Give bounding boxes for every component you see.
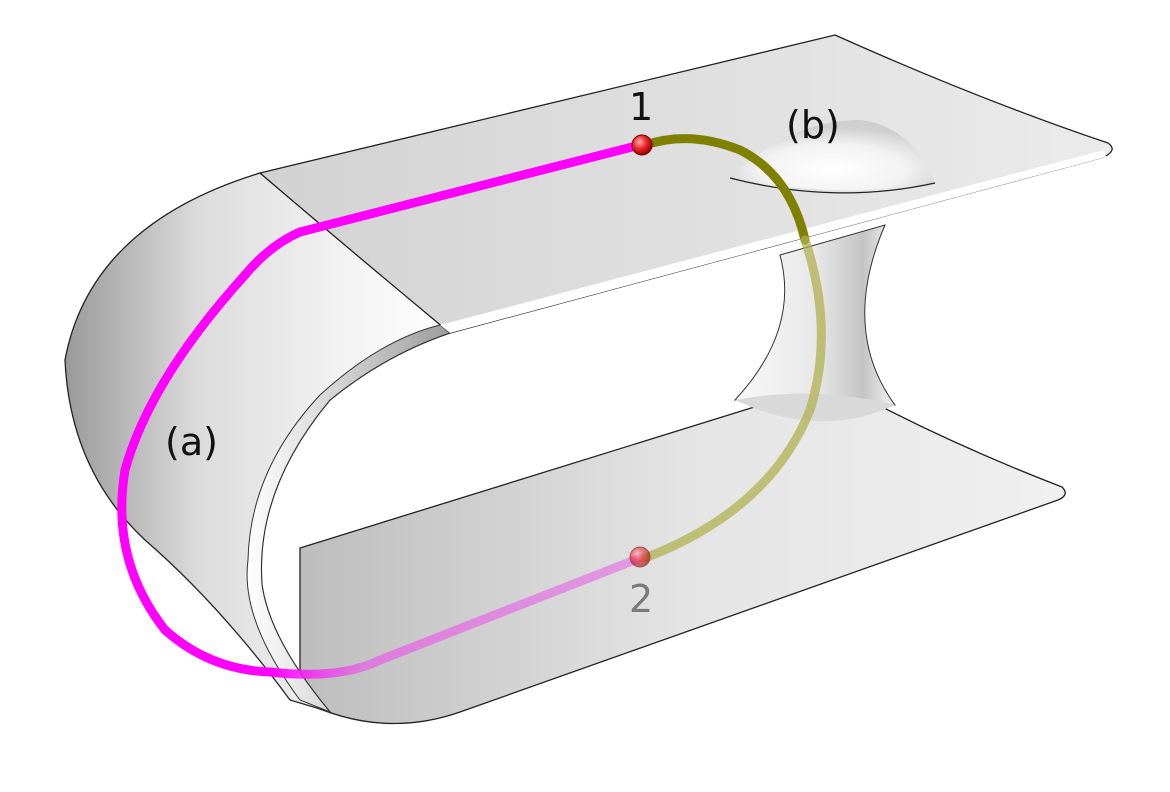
curved-band-inner: [246, 324, 452, 713]
wormhole-neck: [733, 224, 897, 406]
point-1-label: 1: [629, 85, 653, 129]
path-a-bottom: [265, 553, 645, 679]
bottom-sheet: [299, 381, 1066, 725]
path-b-label: (b): [786, 103, 840, 147]
path-b-top: [640, 134, 810, 245]
point-2-label: 2: [629, 577, 653, 621]
upper-dimple-rim: [729, 177, 936, 194]
top-sheet-lip: [440, 150, 1106, 333]
top-sheet: [258, 34, 1113, 334]
point-1-marker: [631, 134, 653, 156]
path-a-curve: [117, 270, 275, 677]
point-2-marker: [629, 546, 651, 568]
path-a-top: [240, 140, 645, 280]
upper-dimple: [730, 120, 935, 191]
path-b-through: [640, 235, 826, 563]
path-a-label: (a): [165, 420, 218, 464]
